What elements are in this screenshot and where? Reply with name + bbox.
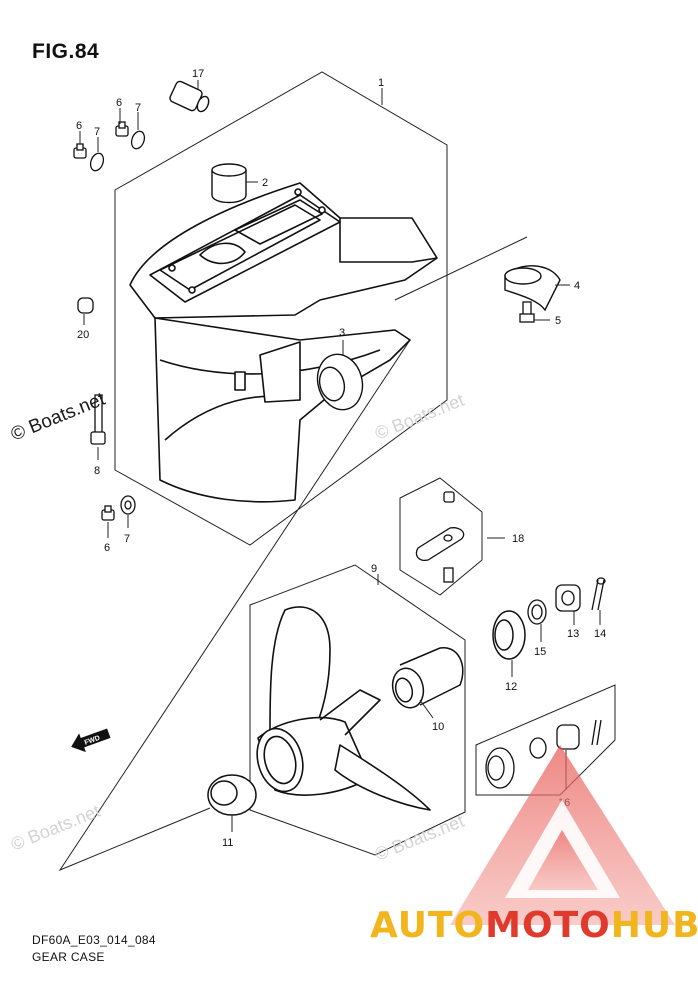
brand-part-moto: MOTO	[485, 905, 611, 946]
callout-6-upper-b: 6	[116, 97, 122, 109]
part-5-bolt[interactable]	[519, 301, 535, 323]
callout-6-lower: 6	[104, 542, 110, 554]
callout-3: 3	[339, 327, 345, 339]
part-7-washer-upper-a[interactable]	[88, 151, 105, 172]
callout-10: 10	[432, 721, 444, 733]
callout-18: 18	[512, 533, 524, 545]
forward-arrow-icon: FWD	[71, 728, 111, 753]
leader-lines	[79, 80, 601, 832]
brand-part-hub: HUB	[610, 905, 698, 946]
part-10-bushing[interactable]	[388, 647, 464, 712]
callout-20: 20	[77, 329, 89, 341]
callout-5: 5	[555, 315, 561, 327]
part-17-plug[interactable]	[169, 80, 211, 113]
kit-18-frame	[399, 477, 483, 596]
brand-triangle-logo	[450, 745, 675, 925]
gear-case-frame	[114, 71, 448, 546]
callout-11: 11	[222, 837, 233, 849]
part-2-bushing[interactable]	[211, 163, 247, 204]
callout-13: 13	[567, 628, 579, 640]
brand-part-auto: AUTO	[370, 905, 486, 946]
diagram-code: DF60A_E03_014_084	[32, 933, 156, 947]
gear-case-housing[interactable]	[129, 182, 438, 503]
part-6-bolt-upper-a[interactable]	[73, 143, 87, 159]
part-4-anode[interactable]	[504, 265, 561, 312]
callout-4: 4	[574, 280, 580, 292]
callout-7-lower: 7	[124, 533, 130, 545]
callout-8: 8	[94, 465, 100, 477]
part-16-kit[interactable]	[485, 719, 602, 789]
part-20-nut[interactable]	[77, 297, 94, 314]
part-9-propeller[interactable]	[250, 606, 431, 811]
callout-14: 14	[594, 628, 606, 640]
callout-17: 17	[192, 68, 204, 80]
brand-wordmark: AUTOMOTOHUB	[370, 905, 698, 946]
diagram-caption: GEAR CASE	[32, 950, 105, 964]
part-7-washer-lower[interactable]	[120, 495, 136, 515]
kit-16-frame	[475, 684, 616, 796]
part-14-cotter-pin[interactable]	[591, 577, 606, 611]
part-12-spacer[interactable]	[492, 610, 526, 660]
part-6-bolt-upper-b[interactable]	[115, 121, 129, 137]
part-6-bolt-lower[interactable]	[101, 505, 115, 521]
propeller-frame	[249, 564, 466, 856]
callout-7-upper-b: 7	[135, 102, 141, 114]
assembly-outline-lines	[58, 236, 528, 872]
callout-6-upper-a: 6	[76, 120, 82, 132]
callout-2: 2	[262, 177, 268, 189]
part-3-bearing[interactable]	[312, 349, 369, 414]
figure-title: FIG.84	[32, 40, 100, 63]
part-8-stud[interactable]	[90, 394, 106, 445]
callout-1: 1	[378, 77, 384, 89]
callout-12: 12	[505, 681, 517, 693]
callout-9: 9	[371, 563, 377, 575]
callout-7-upper-a: 7	[94, 126, 100, 138]
part-7-washer-upper-b[interactable]	[129, 129, 146, 150]
part-11-spacer[interactable]	[207, 774, 257, 816]
callout-15: 15	[534, 646, 546, 658]
part-18-kit[interactable]	[415, 491, 465, 583]
part-15-washer[interactable]	[527, 599, 547, 625]
part-13-nut[interactable]	[555, 584, 581, 612]
